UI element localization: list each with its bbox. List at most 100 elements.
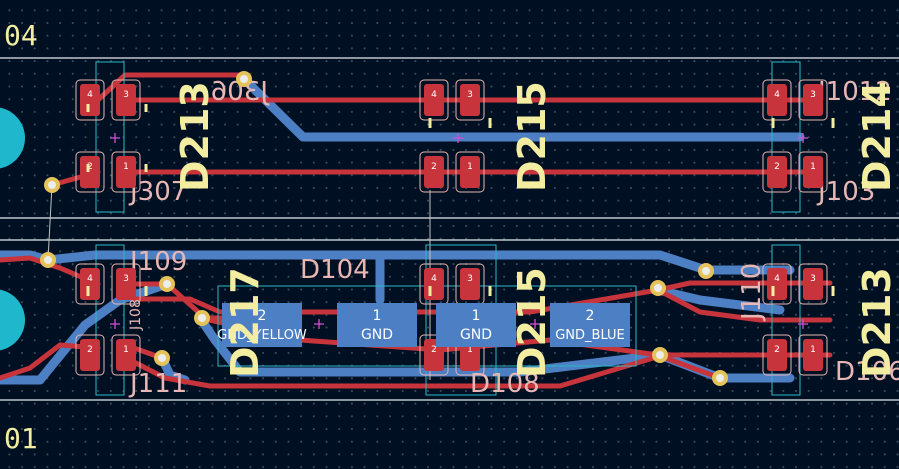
smd-pad-number: 1 <box>467 345 473 355</box>
via[interactable] <box>698 263 714 279</box>
smd-pad[interactable] <box>803 339 823 371</box>
smd-pad-number: 3 <box>810 90 816 100</box>
pad-number: 1 <box>373 308 382 324</box>
pad-outline <box>798 151 828 193</box>
smd-pad[interactable] <box>80 268 100 300</box>
pad-gnd-yellow[interactable]: 2 GND_YELLOW <box>217 303 307 347</box>
smd-pad[interactable] <box>116 84 136 116</box>
smd-pad[interactable] <box>803 84 823 116</box>
via[interactable] <box>159 276 175 292</box>
ref-d215-bottom: D215 <box>510 267 554 378</box>
pad-outline <box>75 263 105 305</box>
via[interactable] <box>44 177 60 193</box>
edge-label-bottom: 01 <box>4 422 38 455</box>
ref-d214-top: D214 <box>855 81 899 192</box>
pad-gnd-blue[interactable]: 2 GND_BLUE <box>550 303 630 347</box>
ref-d106: D106 <box>835 357 899 387</box>
smd-pad-number: 1 <box>467 162 473 172</box>
smd-pad[interactable] <box>460 84 480 116</box>
ref-d213-bottom: D213 <box>855 267 899 378</box>
smd-pad[interactable] <box>424 156 444 188</box>
mounting-hole-bottom <box>0 289 25 351</box>
edge-label-top: 04 <box>4 19 38 52</box>
smd-pad[interactable] <box>767 339 787 371</box>
board-edges <box>0 57 899 401</box>
via[interactable] <box>712 370 728 386</box>
via[interactable] <box>236 71 252 87</box>
smd-pad[interactable] <box>767 268 787 300</box>
smd-pad[interactable] <box>424 268 444 300</box>
pad-number: 2 <box>258 308 267 324</box>
smd-pad[interactable] <box>460 268 480 300</box>
smd-pad-number: 2 <box>87 345 93 355</box>
pad-net-name: GND_YELLOW <box>217 328 307 343</box>
smd-pad-number: 4 <box>87 274 93 284</box>
via[interactable] <box>652 347 668 363</box>
pad-outline <box>75 79 105 121</box>
smd-pad[interactable] <box>80 156 100 188</box>
mounting-hole-top <box>0 107 25 169</box>
pad-gnd-right[interactable]: 1 GND <box>436 303 516 347</box>
ref-d104: D104 <box>300 255 370 285</box>
smd-pad-number: 4 <box>774 274 780 284</box>
ref-d215-top: D215 <box>510 81 554 192</box>
pad-net-name: GND <box>361 327 393 343</box>
via[interactable] <box>40 252 56 268</box>
smd-pad[interactable] <box>803 156 823 188</box>
ref-j108: J108 <box>128 299 144 331</box>
pad-outline <box>111 263 141 305</box>
pad-outline <box>75 151 105 193</box>
pad-outline <box>75 334 105 376</box>
smd-pad-number: 2 <box>774 345 780 355</box>
smd-pad[interactable] <box>80 339 100 371</box>
pad-outline <box>762 151 792 193</box>
pad-outline <box>455 151 485 193</box>
smd-pad[interactable] <box>767 156 787 188</box>
smd-pad-number: 3 <box>123 90 129 100</box>
smd-pad[interactable] <box>460 156 480 188</box>
smd-pad[interactable] <box>767 84 787 116</box>
smd-pad-number: 4 <box>774 90 780 100</box>
via[interactable] <box>650 280 666 296</box>
pad-outline <box>111 79 141 121</box>
pad-outline <box>455 79 485 121</box>
vias <box>40 71 728 386</box>
via[interactable] <box>194 310 210 326</box>
ref-d213-top: D213 <box>173 81 217 192</box>
smd-pad-number: 4 <box>431 90 437 100</box>
pad-net-name: GND_BLUE <box>555 328 625 343</box>
smd-pad[interactable] <box>116 268 136 300</box>
smd-pad-number: 3 <box>467 274 473 284</box>
pad-outline <box>798 263 828 305</box>
smd-pad-number: 4 <box>431 274 437 284</box>
smd-pad[interactable] <box>803 268 823 300</box>
ref-d108: D108 <box>470 369 540 399</box>
pad-net-name: GND <box>460 327 492 343</box>
smd-pad-number: 2 <box>431 345 437 355</box>
pad-outline <box>762 334 792 376</box>
smd-pad[interactable] <box>116 156 136 188</box>
pad-outline <box>111 151 141 193</box>
smd-pad[interactable] <box>424 84 444 116</box>
via[interactable] <box>154 350 170 366</box>
ref-j110: J110 <box>737 263 767 322</box>
smd-pad-number: 1 <box>123 162 129 172</box>
pad-outline <box>111 334 141 376</box>
pad-outline <box>798 79 828 121</box>
pad-outline <box>419 151 449 193</box>
smd-pad[interactable] <box>116 339 136 371</box>
smd-pad[interactable] <box>80 84 100 116</box>
smd-pad-number: 3 <box>467 90 473 100</box>
smd-pad-number: 2 <box>431 162 437 172</box>
pad-number: 2 <box>586 308 595 324</box>
pad-outline <box>798 334 828 376</box>
ref-j103: J103 <box>816 177 875 207</box>
smd-pad-number: 4 <box>87 90 93 100</box>
smd-pad-number: 1 <box>810 162 816 172</box>
pad-outline <box>419 79 449 121</box>
pad-outline <box>419 334 449 376</box>
front-silkscreen: D213 D215 D214 D217 D215 D213 <box>173 81 899 378</box>
pad-gnd-left[interactable]: 1 GND <box>337 303 417 347</box>
